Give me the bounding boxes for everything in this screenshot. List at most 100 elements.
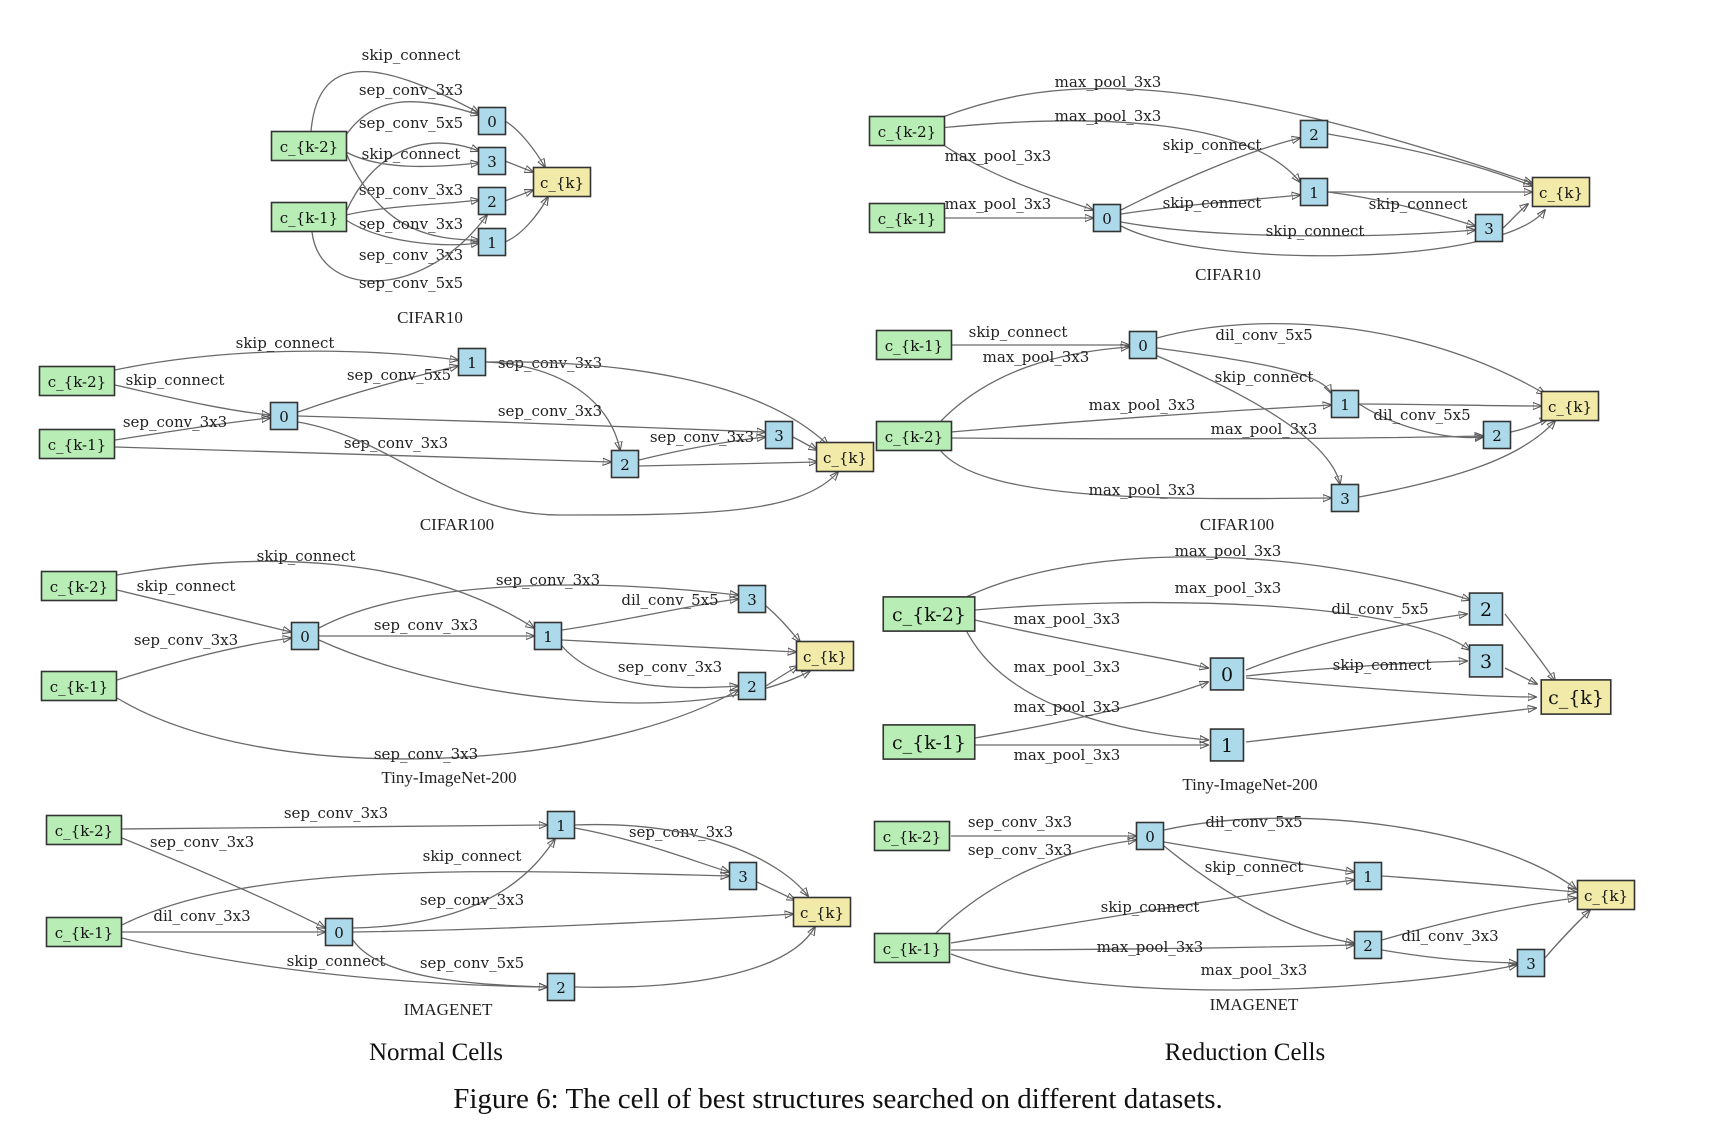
edge-n0-to-out	[1156, 322, 1545, 394]
node-label: c_{k}	[1548, 687, 1604, 709]
edge-k1-to-n2	[345, 200, 479, 216]
edge-k2-to-n0	[343, 100, 479, 139]
node-label: 3	[774, 427, 784, 445]
node-k1: c_{k-1}	[38, 428, 116, 460]
node-box	[457, 347, 487, 377]
node-box	[1468, 644, 1504, 678]
node-label: 3	[1340, 490, 1350, 508]
node-label: 0	[300, 628, 310, 646]
node-n2: 2	[1299, 119, 1329, 149]
cell-caption: CIFAR10	[1195, 265, 1261, 284]
node-label: 0	[279, 408, 289, 426]
node-out: c_{k}	[795, 640, 855, 672]
node-box	[795, 640, 855, 672]
node-box	[270, 130, 348, 162]
edge-n1-to-out	[1358, 404, 1541, 406]
node-n3: 3	[1516, 948, 1546, 978]
edge-k2-to-n1	[939, 120, 1300, 182]
edge-k2-to-n0	[974, 619, 1208, 668]
node-label: c_{k-2}	[55, 822, 113, 840]
edge-label: max_pool_3x3	[1089, 481, 1196, 499]
node-label: 2	[487, 193, 497, 211]
node-label: c_{k-1}	[280, 209, 338, 227]
edge-label: max_pool_3x3	[1089, 396, 1196, 414]
node-box	[1468, 592, 1504, 626]
node-k1: c_{k-1}	[873, 932, 951, 964]
node-n1: 1	[1353, 861, 1383, 891]
edge-n0-to-n3	[1245, 661, 1467, 677]
edge-k2-to-n0	[121, 837, 325, 928]
node-label: c_{k-1}	[892, 732, 966, 754]
node-box	[477, 227, 507, 257]
node-label: c_{k-1}	[50, 678, 108, 696]
node-label: 2	[1480, 599, 1492, 621]
node-k2: c_{k-2}	[875, 420, 953, 452]
edge-label: max_pool_3x3	[1175, 579, 1282, 597]
edge-label: dil_conv_3x3	[1401, 927, 1498, 945]
node-label: 1	[467, 354, 477, 372]
node-label: 1	[543, 628, 553, 646]
node-label: 2	[1363, 937, 1373, 955]
node-box	[324, 917, 354, 947]
node-box	[815, 441, 875, 473]
edge-n0-to-n3	[318, 584, 738, 629]
edge-n2-to-out	[1381, 898, 1576, 941]
node-box	[532, 166, 592, 198]
node-box	[1135, 821, 1165, 851]
edge-n0-to-n1	[1156, 347, 1331, 393]
edge-label: skip_connect	[423, 847, 522, 865]
node-label: c_{k-1}	[48, 436, 106, 454]
node-label: c_{k-2}	[892, 604, 966, 626]
edge-label: sep_conv_3x3	[344, 434, 448, 452]
edge-k2-to-n3	[939, 449, 1331, 499]
node-k1: c_{k-1}	[40, 670, 118, 702]
edge-k2-to-n3	[974, 601, 1470, 650]
node-label: 3	[1484, 220, 1494, 238]
node-box	[868, 202, 946, 234]
node-box	[45, 814, 123, 846]
edge-k2-to-n0	[116, 589, 291, 632]
node-box	[1516, 948, 1546, 978]
edge-k2-to-n2	[939, 87, 1532, 183]
node-k1: c_{k-1}	[270, 201, 348, 233]
node-label: 2	[747, 678, 757, 696]
edge-label: skip_connect	[1163, 194, 1262, 212]
edge-n2-to-n3	[638, 437, 765, 461]
node-box	[40, 570, 118, 602]
node-label: c_{k-2}	[878, 123, 936, 141]
node-box	[1353, 930, 1383, 960]
edge-label: sep_conv_3x3	[374, 745, 478, 763]
edge-n1-to-n3	[1327, 191, 1475, 226]
node-n2: 2	[1468, 592, 1504, 626]
node-box	[1092, 203, 1122, 233]
edge-n3-to-out	[792, 436, 817, 450]
node-box	[875, 420, 953, 452]
edge-label: max_pool_3x3	[1097, 938, 1204, 956]
node-k1: c_{k-1}	[868, 202, 946, 234]
edge-n2-to-out	[504, 190, 533, 202]
node-box	[737, 584, 767, 614]
node-n2: 2	[477, 186, 507, 216]
node-n2: 2	[546, 972, 576, 1002]
edge-label: dil_conv_5x5	[1205, 813, 1302, 831]
edge-n2-to-out	[1504, 613, 1555, 681]
edge-label: skip_connect	[1163, 136, 1262, 154]
edge-label: skip_connect	[287, 952, 386, 970]
edge-k2-to-n1	[964, 627, 1208, 740]
node-label: 1	[1309, 184, 1319, 202]
node-n0: 0	[290, 621, 320, 651]
cell-caption: IMAGENET	[404, 1000, 493, 1019]
edge-label: skip_connect	[236, 334, 335, 352]
edge-label: skip_connect	[969, 323, 1068, 341]
node-label: 3	[487, 153, 497, 171]
node-box	[38, 365, 116, 397]
node-box	[1128, 330, 1158, 360]
node-box	[546, 810, 576, 840]
node-n2: 2	[737, 671, 767, 701]
node-k2: c_{k-2}	[868, 115, 946, 147]
edge-k2-to-n1	[116, 560, 534, 628]
node-label: 1	[1340, 396, 1350, 414]
node-n0: 0	[1135, 821, 1165, 851]
node-n1: 1	[477, 227, 507, 257]
edge-label: sep_conv_3x3	[968, 813, 1072, 831]
